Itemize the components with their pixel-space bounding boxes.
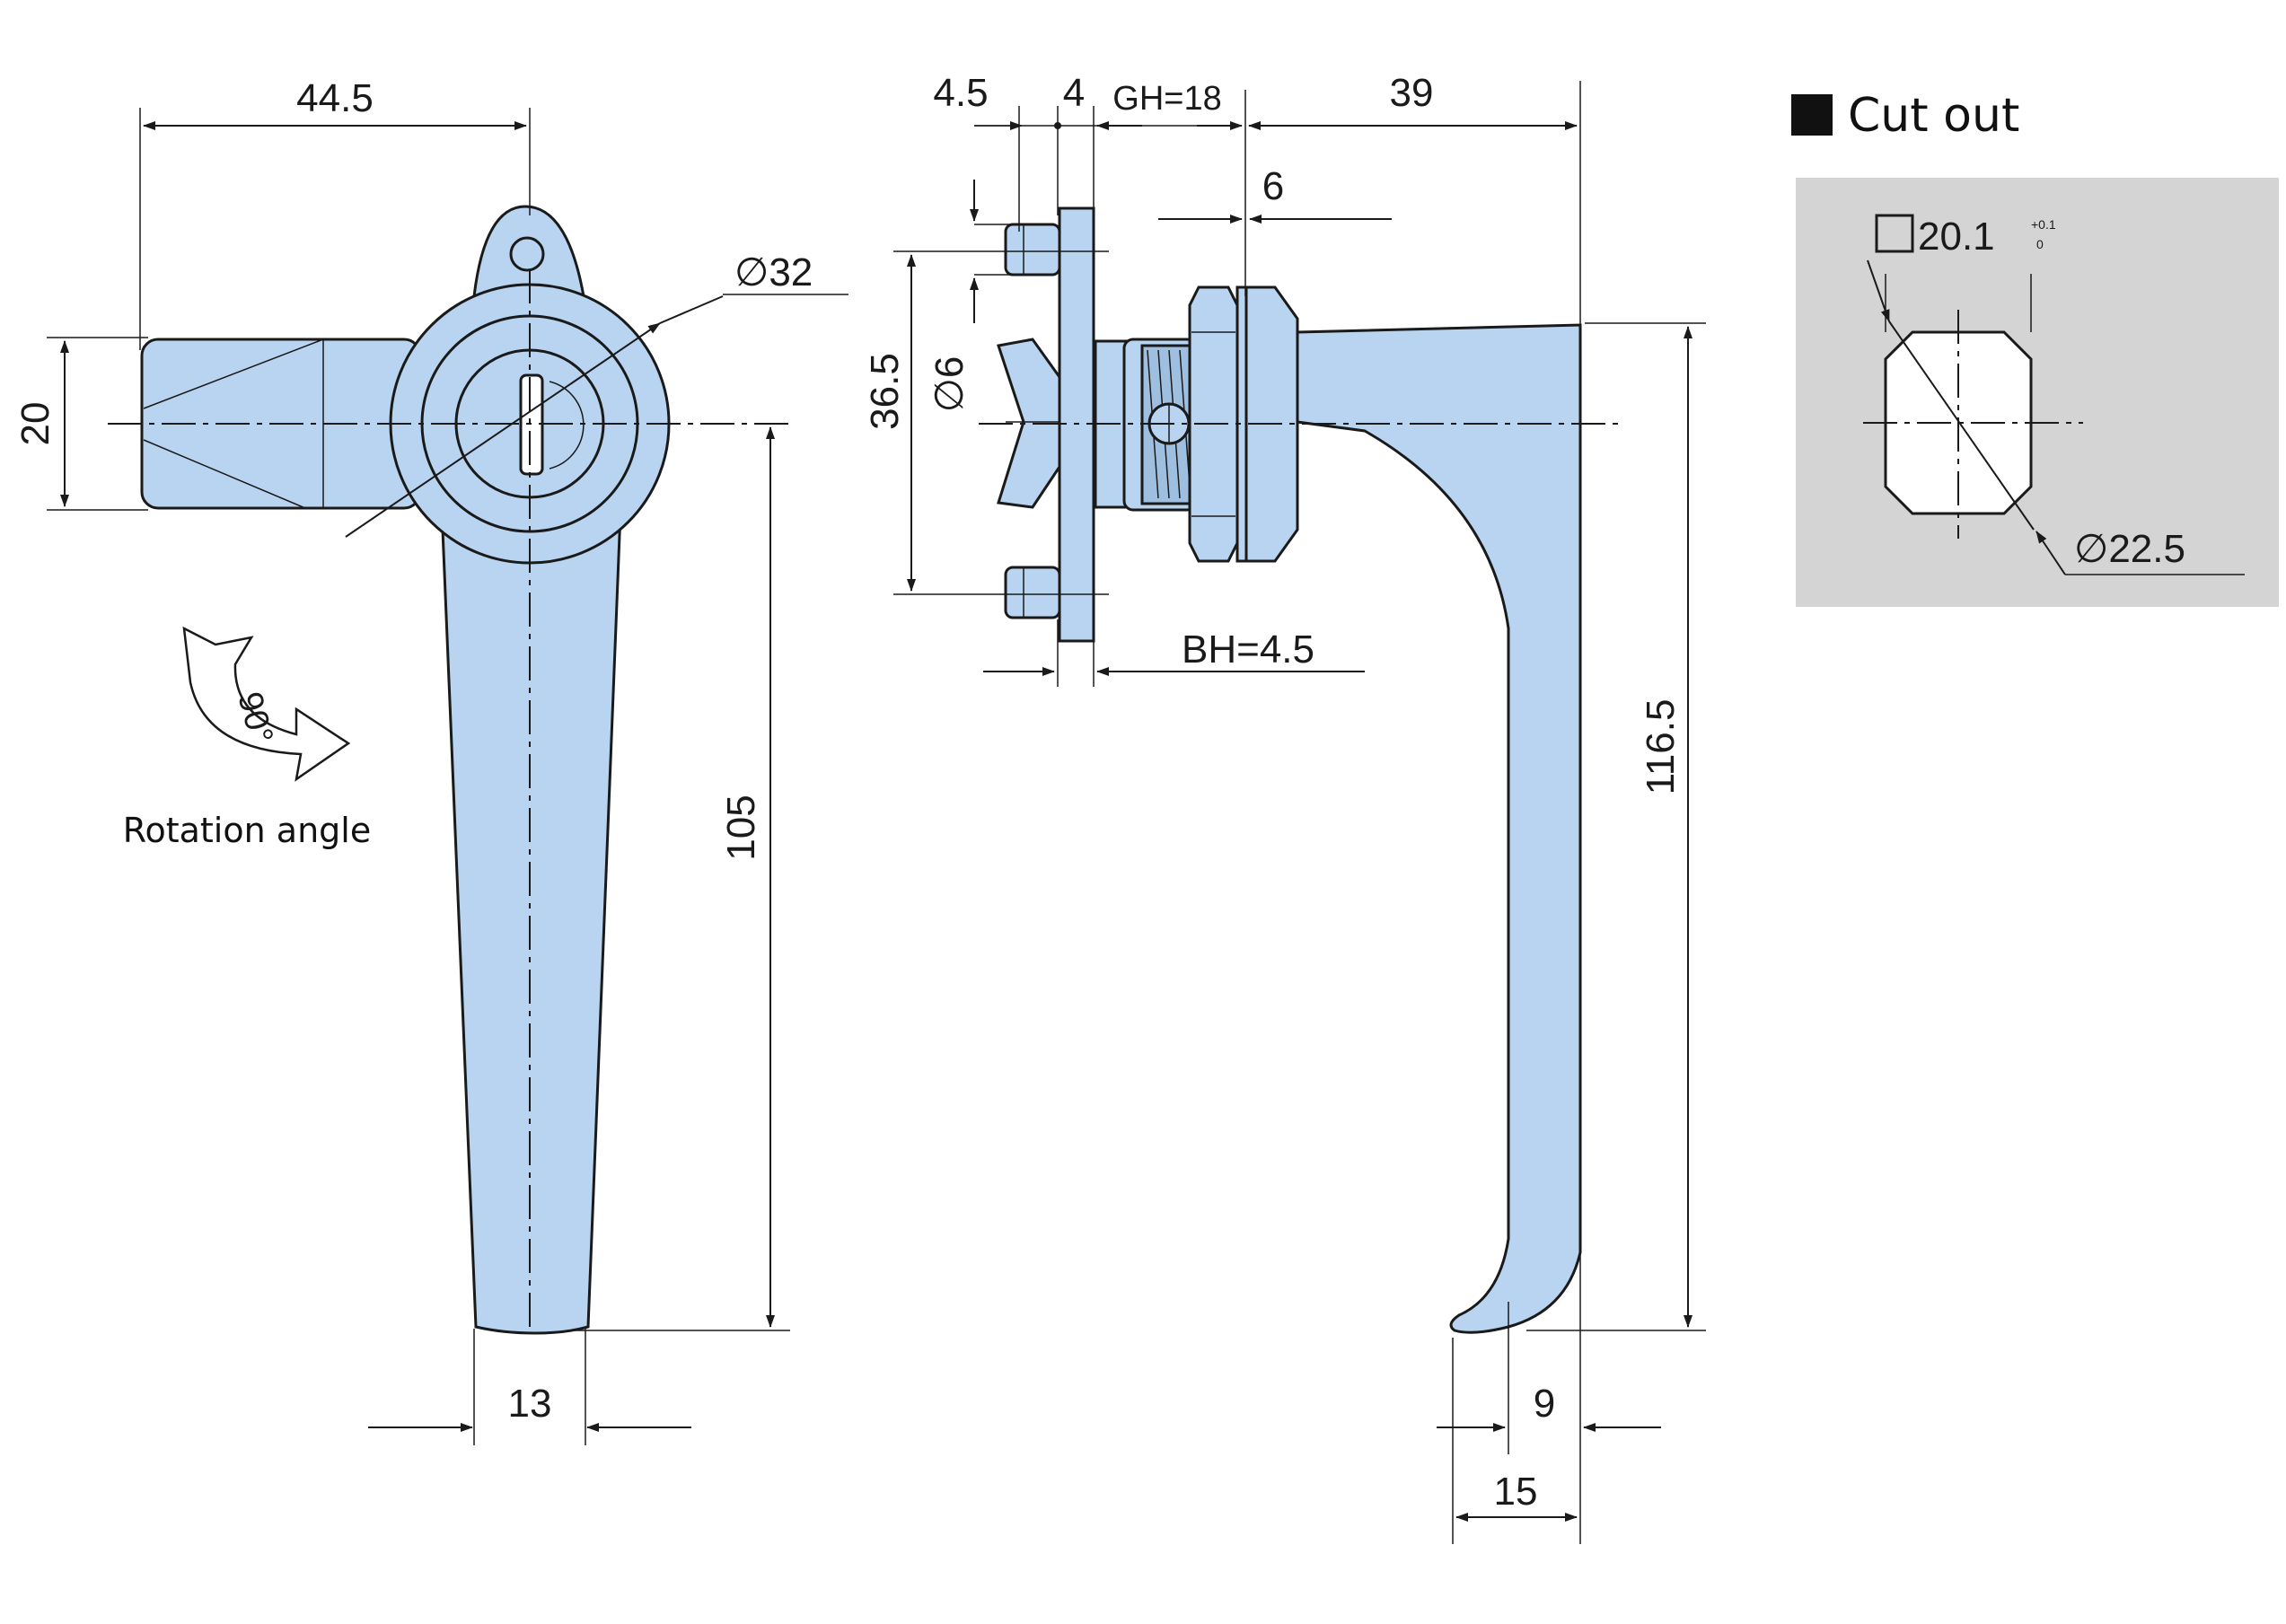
cutout-title: Cut out xyxy=(1848,89,2019,143)
mounting-studs xyxy=(1004,223,1061,619)
dim-label-105: 105 xyxy=(719,794,763,860)
dimension-13: 13 xyxy=(368,1329,691,1445)
dim-label-gh: GH=18 xyxy=(1112,80,1221,118)
dim-label-4: 4 xyxy=(1063,71,1085,115)
dim-label-44-5: 44.5 xyxy=(296,76,374,120)
dimension-20: 20 xyxy=(13,337,148,511)
dimension-105: 105 xyxy=(575,426,790,1331)
dim-label-6: 6 xyxy=(1262,164,1284,208)
rotation-caption: Rotation angle xyxy=(123,811,371,850)
dimension-bh: BH=4.5 xyxy=(983,619,1365,687)
dim-label-dia-6: ∅6 xyxy=(928,356,972,413)
dim-label-15: 15 xyxy=(1494,1470,1538,1514)
side-handle xyxy=(1296,323,1582,1334)
cutout-panel: Cut out 20.1 +0.1 0 ∅22.5 xyxy=(1791,89,2279,607)
dim-label-4-5: 4.5 xyxy=(933,71,988,115)
dimension-15: 15 xyxy=(1452,1338,1578,1544)
dimension-dia-32: ∅32 xyxy=(345,250,848,538)
cutout-tol-lower: 0 xyxy=(2036,237,2044,251)
cutout-tol-upper: +0.1 xyxy=(2031,217,2056,232)
rotation-arrow-icon: 90° xyxy=(182,626,351,782)
dimension-44-5: 44.5 xyxy=(139,76,531,350)
dim-label-bh: BH=4.5 xyxy=(1182,628,1314,672)
dimension-top-chain: 4.5 4 GH=18 39 xyxy=(933,71,1581,1544)
dim-label-9: 9 xyxy=(1534,1382,1555,1426)
handle-lever xyxy=(436,420,626,1335)
dimension-9: 9 xyxy=(1437,1302,1661,1454)
dimension-36-5: 36.5 ∅6 xyxy=(863,180,1109,595)
dim-label-20: 20 xyxy=(13,402,57,446)
dim-label-39: 39 xyxy=(1390,71,1434,115)
dimension-6: 6 xyxy=(1158,164,1392,224)
side-view: 4.5 4 GH=18 39 6 36.5 ∅6 xyxy=(863,71,1706,1544)
dim-label-36-5: 36.5 xyxy=(863,353,907,430)
front-view: 44.5 20 ∅32 105 13 xyxy=(13,76,848,1445)
dim-label-13: 13 xyxy=(508,1382,552,1426)
dimension-116-5: 116.5 xyxy=(1526,322,1706,1331)
cutout-square-size: 20.1 xyxy=(1918,215,1995,259)
dim-label-dia-32: ∅32 xyxy=(734,250,813,294)
square-symbol xyxy=(1875,214,1914,253)
dim-label-116-5: 116.5 xyxy=(1639,699,1683,795)
cutout-diameter: ∅22.5 xyxy=(2074,527,2185,571)
cutout-legend-icon xyxy=(1791,94,1833,136)
padlock-lug xyxy=(472,205,585,298)
